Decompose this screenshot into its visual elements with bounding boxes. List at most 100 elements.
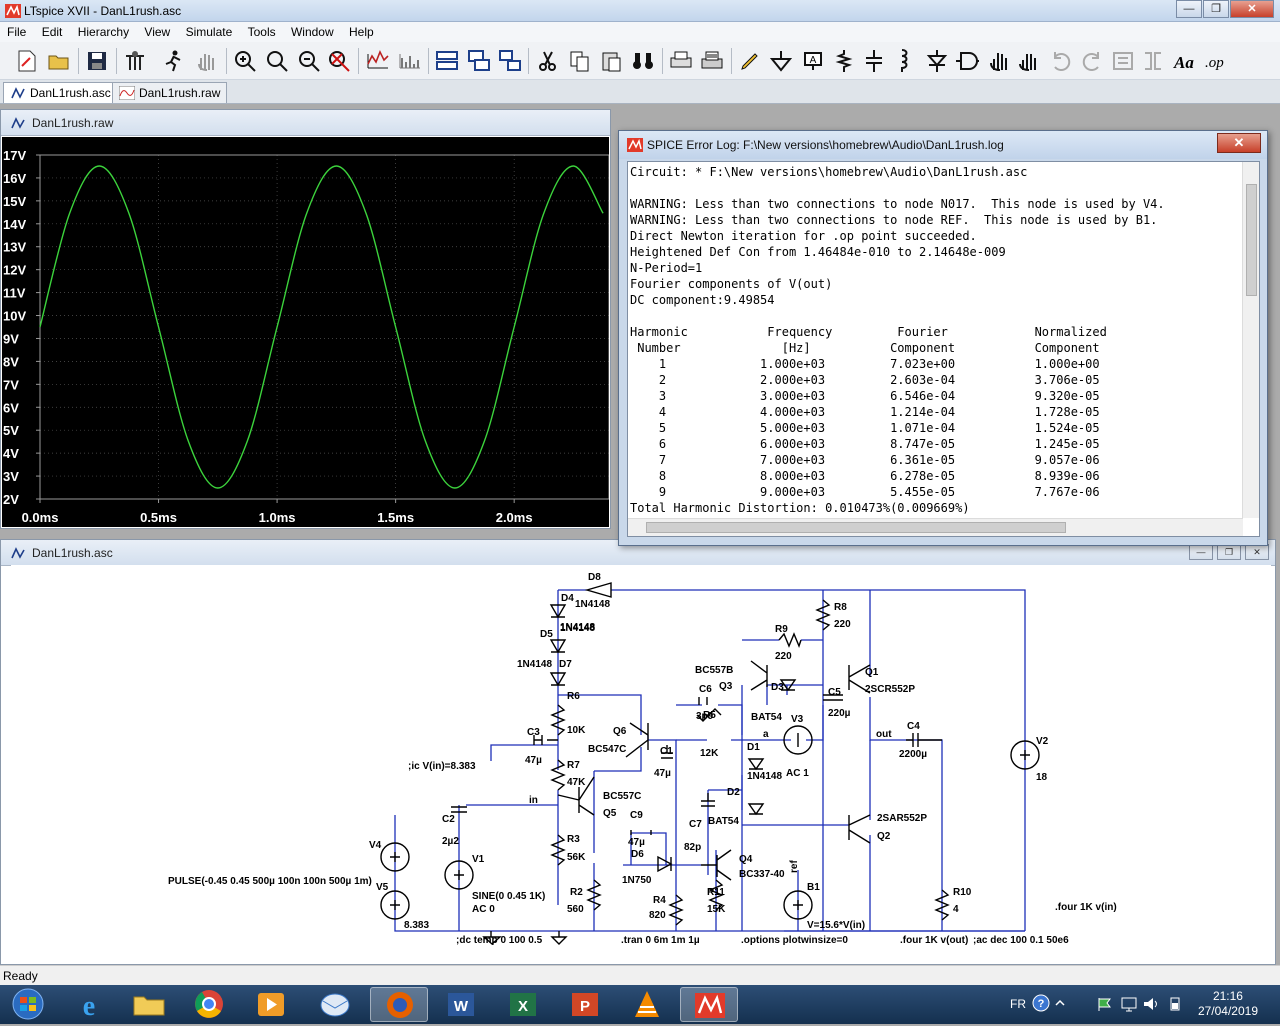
capacitor-icon[interactable] [861,48,887,74]
schematic-label[interactable]: 47µ [628,837,645,848]
schematic-label[interactable]: ;ac dec 100 0.1 50e6 [973,935,1069,946]
show-hidden-icons-icon[interactable] [1054,996,1066,1010]
schematic-label[interactable]: D1 [747,742,760,753]
start-button[interactable] [0,987,58,1022]
move-hand-icon[interactable] [986,48,1012,74]
schematic-label[interactable]: BC557B [695,665,733,676]
print-icon[interactable] [668,48,694,74]
schematic-label[interactable]: R10 [953,887,972,898]
schematic-label[interactable]: R5 [703,710,716,721]
schematic-label[interactable]: .tran 0 6m 1m 1µ [621,935,700,946]
schematic-label[interactable]: 1N4148 [747,771,782,782]
schematic-label[interactable]: V3 [791,714,804,725]
schematic-label[interactable]: 2200µ [899,749,927,760]
text-icon[interactable]: Aa [1172,48,1198,74]
language-indicator[interactable]: FR [1010,997,1026,1011]
halt-hand-icon[interactable] [193,48,219,74]
mirror-icon[interactable] [1140,48,1166,74]
schematic-label[interactable]: R2 [570,887,583,898]
find-binoculars-icon[interactable] [630,48,656,74]
schematic-label[interactable]: BAT54 [708,816,739,827]
word-icon[interactable]: W [432,987,490,1022]
error-log-close-button[interactable]: ✕ [1217,133,1261,153]
pan-icon[interactable] [264,48,290,74]
taskbar-clock[interactable]: 21:16 27/04/2019 [1198,989,1258,1019]
schematic-label[interactable]: D4 [561,593,574,604]
child-close-button[interactable]: ✕ [1245,544,1269,560]
fft-icon[interactable] [397,48,423,74]
error-log-horizontal-scrollbar[interactable] [628,518,1243,536]
cut-icon[interactable] [535,48,561,74]
tile-vertical-icon[interactable] [497,48,523,74]
schematic-label[interactable]: V1 [472,854,485,865]
menu-file[interactable]: File [7,25,27,39]
tab-schematic[interactable]: DanL1rush.asc [3,82,118,103]
schematic-label[interactable]: D3 [771,682,784,693]
diode-icon[interactable] [924,48,950,74]
schematic-label[interactable]: 56K [567,852,586,863]
ltspice-taskbar-icon[interactable] [680,987,738,1022]
close-button[interactable]: ✕ [1230,0,1274,18]
schematic-label[interactable]: BC557C [603,791,641,802]
restore-button[interactable]: ❐ [1203,0,1229,18]
schematic-label[interactable]: AC 1 [786,768,809,779]
security-flag-icon[interactable] [1096,995,1114,1013]
schematic-label[interactable]: C5 [828,687,841,698]
zoom-out-icon[interactable] [296,48,322,74]
menu-view[interactable]: View [144,25,171,39]
schematic-label[interactable]: 1N4148 [575,599,610,610]
schematic-label[interactable]: B1 [807,882,820,893]
schematic-label[interactable]: out [876,729,892,740]
schematic-label[interactable]: ;ic V(in)=8.383 [408,761,476,772]
run-icon[interactable] [160,48,186,74]
schematic-label[interactable]: 47K [567,777,586,788]
minimize-button[interactable]: — [1176,0,1202,18]
component-icon[interactable] [954,48,980,74]
power-icon[interactable] [1166,995,1184,1013]
copy-icon[interactable] [567,48,593,74]
cascade-icon[interactable] [466,48,492,74]
schematic-label[interactable]: a [763,729,769,740]
schematic-label[interactable]: 15K [707,904,726,915]
schematic-label[interactable]: V=15.6*V(in) [807,920,865,931]
schematic-label[interactable]: BC337-40 [739,869,785,880]
file-explorer-icon[interactable] [120,987,178,1022]
label-net-icon[interactable]: A [800,48,826,74]
open-folder-icon[interactable] [46,48,72,74]
menu-help[interactable]: Help [348,25,374,39]
rotate-icon[interactable] [1110,48,1136,74]
schematic-label[interactable]: .options plotwinsize=0 [741,935,848,946]
redo-icon[interactable] [1079,48,1105,74]
schematic-label[interactable]: 10K [567,725,586,736]
schematic-label[interactable]: SINE(0 0.45 1K) [472,891,545,902]
schematic-label[interactable]: Q4 [739,854,753,865]
schematic-label[interactable]: C7 [689,819,702,830]
print-setup-icon[interactable] [699,48,725,74]
zoom-in-icon[interactable] [232,48,258,74]
schematic-drawing[interactable]: D81N4148D41N4148D51N4148D71N4148R610KC34… [11,565,1271,961]
schematic-label[interactable]: 47µ [654,768,671,779]
help-icon[interactable]: ? [1032,994,1050,1012]
waveform-plot[interactable]: 17V16V15V14V13V12V11V10V9V8V7V6V5V4V3V2V… [2,137,610,527]
schematic-label[interactable]: 12K [700,748,719,759]
menu-tools[interactable]: Tools [247,25,276,39]
schematic-label[interactable]: V2 [1036,736,1049,747]
schematic-label[interactable]: D5 [540,629,553,640]
menu-window[interactable]: Window [290,25,334,39]
schematic-label[interactable]: C4 [907,721,920,732]
tab-waveform[interactable]: DanL1rush.raw [112,82,228,103]
schematic-label[interactable]: R3 [567,834,580,845]
media-player-icon[interactable] [242,987,300,1022]
schematic-label[interactable]: 1N4148 [560,623,595,634]
schematic-label[interactable]: PULSE(-0.45 0.45 500µ 100n 100n 500µ 1m) [168,876,372,887]
menu-hierarchy[interactable]: Hierarchy [77,25,130,39]
child-minimize-button[interactable]: — [1189,544,1213,560]
schematic-label[interactable]: R6 [567,691,580,702]
schematic-label[interactable]: 1N4148 [517,659,552,670]
spice-directive-icon[interactable]: .op [1203,48,1229,74]
menu-simulate[interactable]: Simulate [185,25,233,39]
schematic-label[interactable]: 2µ2 [442,836,459,847]
schematic-label[interactable]: C2 [442,814,455,825]
tile-horizontal-icon[interactable] [434,48,460,74]
schematic-label[interactable]: 4 [953,904,959,915]
